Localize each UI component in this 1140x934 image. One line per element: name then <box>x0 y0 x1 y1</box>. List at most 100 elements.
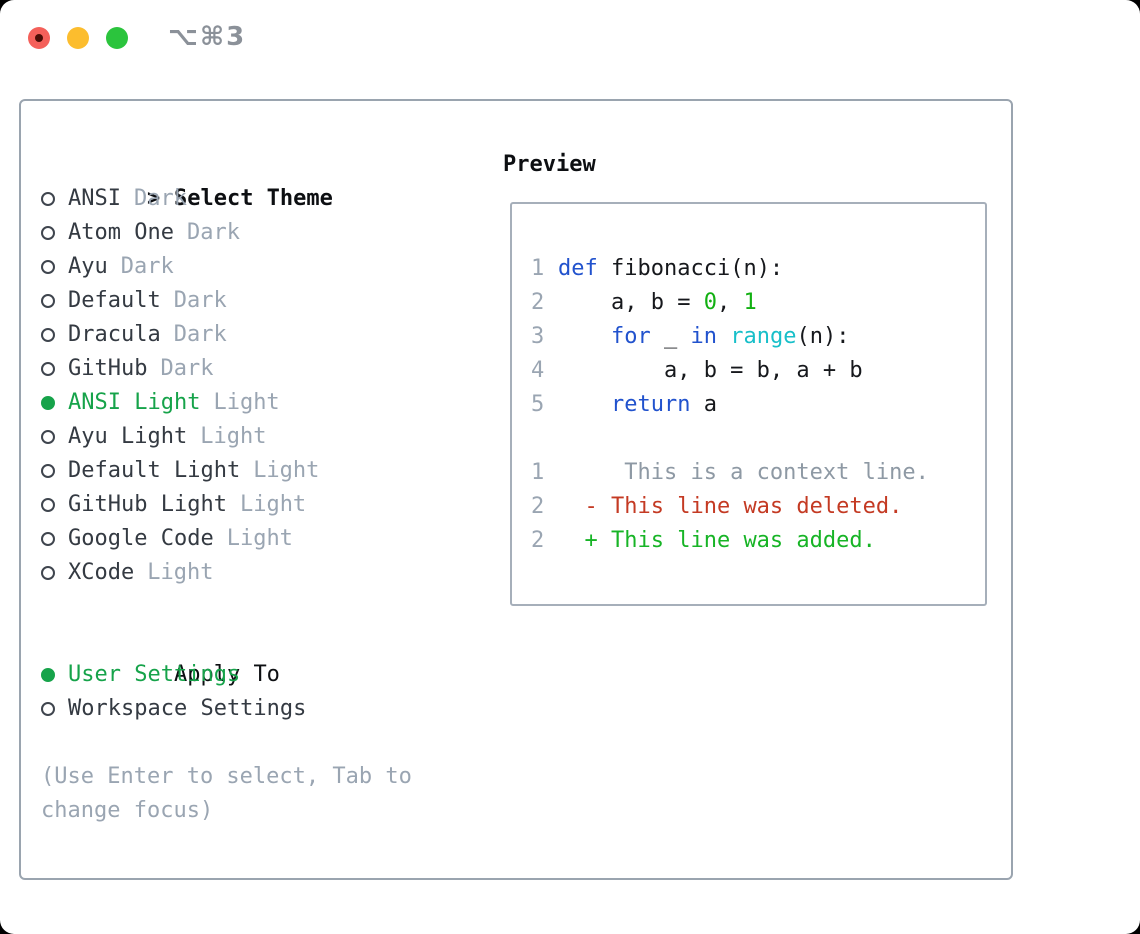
theme-variant-tag: Dark <box>173 322 227 347</box>
theme-item[interactable]: Default Dark <box>41 284 412 318</box>
select-theme-header: >Select Theme <box>41 148 412 211</box>
radio-unselected-icon <box>41 216 68 250</box>
theme-variant-tag: Light <box>253 458 320 483</box>
theme-item-label: Atom One <box>68 220 174 245</box>
zoom-button[interactable] <box>106 27 128 49</box>
spacer <box>41 726 412 760</box>
theme-variant-tag: Light <box>239 492 307 517</box>
radio-circle <box>41 464 55 478</box>
preview-code-line: 1 def fibonacci(n): <box>531 252 985 286</box>
radio-circle <box>41 294 55 308</box>
theme-item[interactable]: Dracula Dark <box>41 318 412 352</box>
code-token: a, b = b, a + b <box>558 358 863 383</box>
theme-variant-tag: Light <box>147 560 214 585</box>
blank-line <box>531 422 985 456</box>
theme-item-label: GitHub Light <box>68 492 227 517</box>
code-token: + This line was added. <box>584 528 876 553</box>
theme-item-label: Default <box>68 288 161 313</box>
theme-variant-tag: Dark <box>186 220 240 245</box>
preview-title: Preview <box>503 152 596 177</box>
theme-item-label: Default Light <box>68 458 241 483</box>
radio-unselected-icon <box>41 692 68 726</box>
preview-code-line: 4 a, b = b, a + b <box>531 354 985 388</box>
apply-to-option-label: User Settings <box>68 662 241 687</box>
theme-item-label: Google Code <box>68 526 214 551</box>
radio-circle <box>41 328 55 342</box>
apply-to-header: Apply To <box>41 624 412 687</box>
radio-unselected-icon <box>41 182 68 216</box>
preview-diff-line: 1 This is a context line. <box>531 456 985 490</box>
radio-circle <box>41 192 55 206</box>
radio-unselected-icon <box>41 454 68 488</box>
theme-item[interactable]: GitHub Dark <box>41 352 412 386</box>
code-token: a, b = <box>558 290 704 315</box>
radio-circle <box>41 362 55 376</box>
line-number: 2 <box>531 494 545 519</box>
radio-circle <box>41 430 55 444</box>
preview-diff-line: 2 - This line was deleted. <box>531 490 985 524</box>
preview-code-line: 2 a, b = 0, 1 <box>531 286 985 320</box>
radio-circle <box>41 498 55 512</box>
radio-circle <box>41 396 55 410</box>
theme-item-label: ANSI Light <box>68 390 201 415</box>
code-token: , <box>716 290 744 315</box>
code-token: This is a context line. <box>558 460 929 485</box>
radio-circle <box>41 566 55 580</box>
apply-to-option[interactable]: User Settings <box>41 658 412 692</box>
theme-variant-tag: Dark <box>133 186 187 211</box>
code-token: a <box>690 392 717 417</box>
radio-unselected-icon <box>41 250 68 284</box>
code-token: in <box>690 324 717 349</box>
theme-variant-tag: Dark <box>173 288 227 313</box>
code-token <box>558 528 585 553</box>
theme-item-label: Ayu Light <box>68 424 188 449</box>
theme-variant-tag: Dark <box>160 356 214 381</box>
line-number: 1 <box>531 256 545 281</box>
code-token: def <box>558 256 598 281</box>
minimize-button[interactable] <box>67 27 89 49</box>
code-token: fibonacci(n): <box>597 256 784 281</box>
theme-item[interactable]: Default Light Light <box>41 454 412 488</box>
code-token: range <box>730 324 797 349</box>
radio-unselected-icon <box>41 318 68 352</box>
help-line: change focus) <box>41 798 214 823</box>
theme-item-label: ANSI <box>68 186 121 211</box>
line-number: 3 <box>531 324 545 349</box>
radio-unselected-icon <box>41 352 68 386</box>
window-title: ⌥⌘3 <box>168 22 247 52</box>
theme-item-label: Dracula <box>68 322 161 347</box>
theme-item[interactable]: GitHub Light Light <box>41 488 412 522</box>
code-token: (n): <box>796 324 850 349</box>
spacer <box>41 590 412 624</box>
theme-item[interactable]: XCode Light <box>41 556 412 590</box>
theme-item[interactable]: ANSI Dark <box>41 182 412 216</box>
theme-item-label: Ayu <box>68 254 108 279</box>
line-number: 1 <box>531 460 545 485</box>
help-line: (Use Enter to select, Tab to <box>41 764 412 789</box>
line-number: 5 <box>531 392 545 417</box>
line-number: 2 <box>531 290 545 315</box>
apply-to-option[interactable]: Workspace Settings <box>41 692 412 726</box>
line-number: 4 <box>531 358 545 383</box>
theme-item[interactable]: Atom One Dark <box>41 216 412 250</box>
preview-diff-line: 2 + This line was added. <box>531 524 985 558</box>
code-token <box>558 324 611 349</box>
radio-unselected-icon <box>41 488 68 522</box>
close-button[interactable] <box>28 27 50 49</box>
code-token: for <box>610 324 651 349</box>
theme-item-label: GitHub <box>68 356 148 381</box>
radio-unselected-icon <box>41 284 68 318</box>
help-text: (Use Enter to select, Tab to change focus… <box>41 760 412 828</box>
select-theme-title: Select Theme <box>173 186 333 211</box>
radio-circle <box>41 532 55 546</box>
theme-item-label: XCode <box>68 560 135 585</box>
